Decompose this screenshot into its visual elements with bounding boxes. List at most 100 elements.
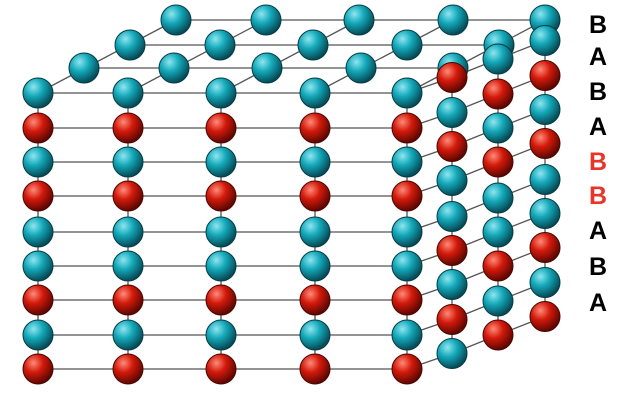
atom-teal xyxy=(436,269,468,300)
atom-red xyxy=(529,60,561,91)
atom-red xyxy=(482,146,514,178)
atom-red xyxy=(205,284,237,316)
atom-teal xyxy=(205,250,237,282)
atom-teal xyxy=(205,146,237,178)
top-bond xyxy=(37,19,177,94)
top-bond xyxy=(314,19,454,94)
atom-red xyxy=(205,180,237,212)
atom-teal xyxy=(251,52,283,84)
atom-teal xyxy=(529,164,561,195)
atom-teal xyxy=(297,29,329,61)
atom-teal xyxy=(391,250,423,282)
atom-red xyxy=(22,353,54,385)
atom-red xyxy=(112,284,144,316)
atom-red xyxy=(391,284,423,316)
atom-teal xyxy=(112,146,144,178)
atom-red xyxy=(391,112,423,144)
atom-teal xyxy=(529,198,561,229)
atom-red xyxy=(482,319,514,351)
stacking-label: A xyxy=(589,113,607,141)
atom-teal xyxy=(112,250,144,282)
atom-teal xyxy=(22,216,54,248)
atom-red xyxy=(482,250,514,282)
atom-teal xyxy=(482,43,514,75)
stacking-label: A xyxy=(589,289,607,317)
atom-teal xyxy=(482,112,514,144)
atom-teal xyxy=(391,77,423,109)
stacking-label: A xyxy=(589,217,607,245)
atom-red xyxy=(112,112,144,144)
atom-red xyxy=(205,353,237,385)
atom-red xyxy=(436,131,468,162)
atom-teal xyxy=(391,319,423,351)
atom-teal xyxy=(482,182,514,214)
atom-teal xyxy=(482,285,514,317)
atom-red xyxy=(299,353,331,385)
atom-teal xyxy=(204,29,236,61)
atom-red xyxy=(205,112,237,144)
atom-teal xyxy=(436,165,468,196)
atom-teal xyxy=(112,319,144,351)
atom-red xyxy=(299,112,331,144)
atom-red xyxy=(22,112,54,144)
atom-teal xyxy=(529,94,561,125)
atom-red xyxy=(391,180,423,212)
atom-teal xyxy=(68,52,100,84)
atom-teal xyxy=(436,201,468,232)
atom-red xyxy=(529,301,561,332)
atom-red xyxy=(436,304,468,335)
atom-teal xyxy=(205,216,237,248)
atom-teal xyxy=(391,29,423,61)
atom-teal xyxy=(391,216,423,248)
atom-red xyxy=(299,284,331,316)
atom-teal xyxy=(22,146,54,178)
atom-teal xyxy=(299,77,331,109)
stacking-label: B xyxy=(589,182,607,210)
lattice-atoms xyxy=(22,4,561,385)
atom-red xyxy=(529,232,561,263)
atom-teal xyxy=(22,77,54,109)
atom-teal xyxy=(299,250,331,282)
atom-teal xyxy=(299,146,331,178)
atom-teal xyxy=(436,97,468,128)
atom-red xyxy=(436,62,468,93)
atom-teal xyxy=(112,216,144,248)
atom-teal xyxy=(345,52,377,84)
stacking-label: B xyxy=(589,148,607,176)
atom-teal xyxy=(529,267,561,298)
atom-red xyxy=(112,353,144,385)
atom-red xyxy=(299,180,331,212)
atom-teal xyxy=(22,319,54,351)
atom-teal xyxy=(299,319,331,351)
top-bond xyxy=(127,19,267,94)
top-bond xyxy=(220,19,360,94)
atom-teal xyxy=(391,146,423,178)
atom-red xyxy=(22,180,54,212)
atom-teal xyxy=(114,29,146,61)
stacking-label: B xyxy=(589,11,607,39)
atom-red xyxy=(436,235,468,266)
stacking-label: B xyxy=(589,253,607,281)
atom-teal xyxy=(160,4,192,36)
atom-teal xyxy=(482,216,514,248)
atom-teal xyxy=(205,319,237,351)
atom-teal xyxy=(22,250,54,282)
atom-teal xyxy=(343,4,375,36)
atom-red xyxy=(112,180,144,212)
stacking-label: B xyxy=(589,78,607,106)
atom-red xyxy=(529,128,561,159)
stacking-label: A xyxy=(589,43,607,71)
atom-teal xyxy=(437,4,469,36)
atom-red xyxy=(482,78,514,110)
atom-teal xyxy=(299,216,331,248)
top-bond xyxy=(406,19,546,94)
atom-teal xyxy=(436,338,468,369)
atom-teal xyxy=(205,77,237,109)
atom-red xyxy=(22,284,54,316)
atom-teal xyxy=(529,25,561,56)
atom-teal xyxy=(250,4,282,36)
atom-red xyxy=(391,353,423,385)
atom-teal xyxy=(112,77,144,109)
